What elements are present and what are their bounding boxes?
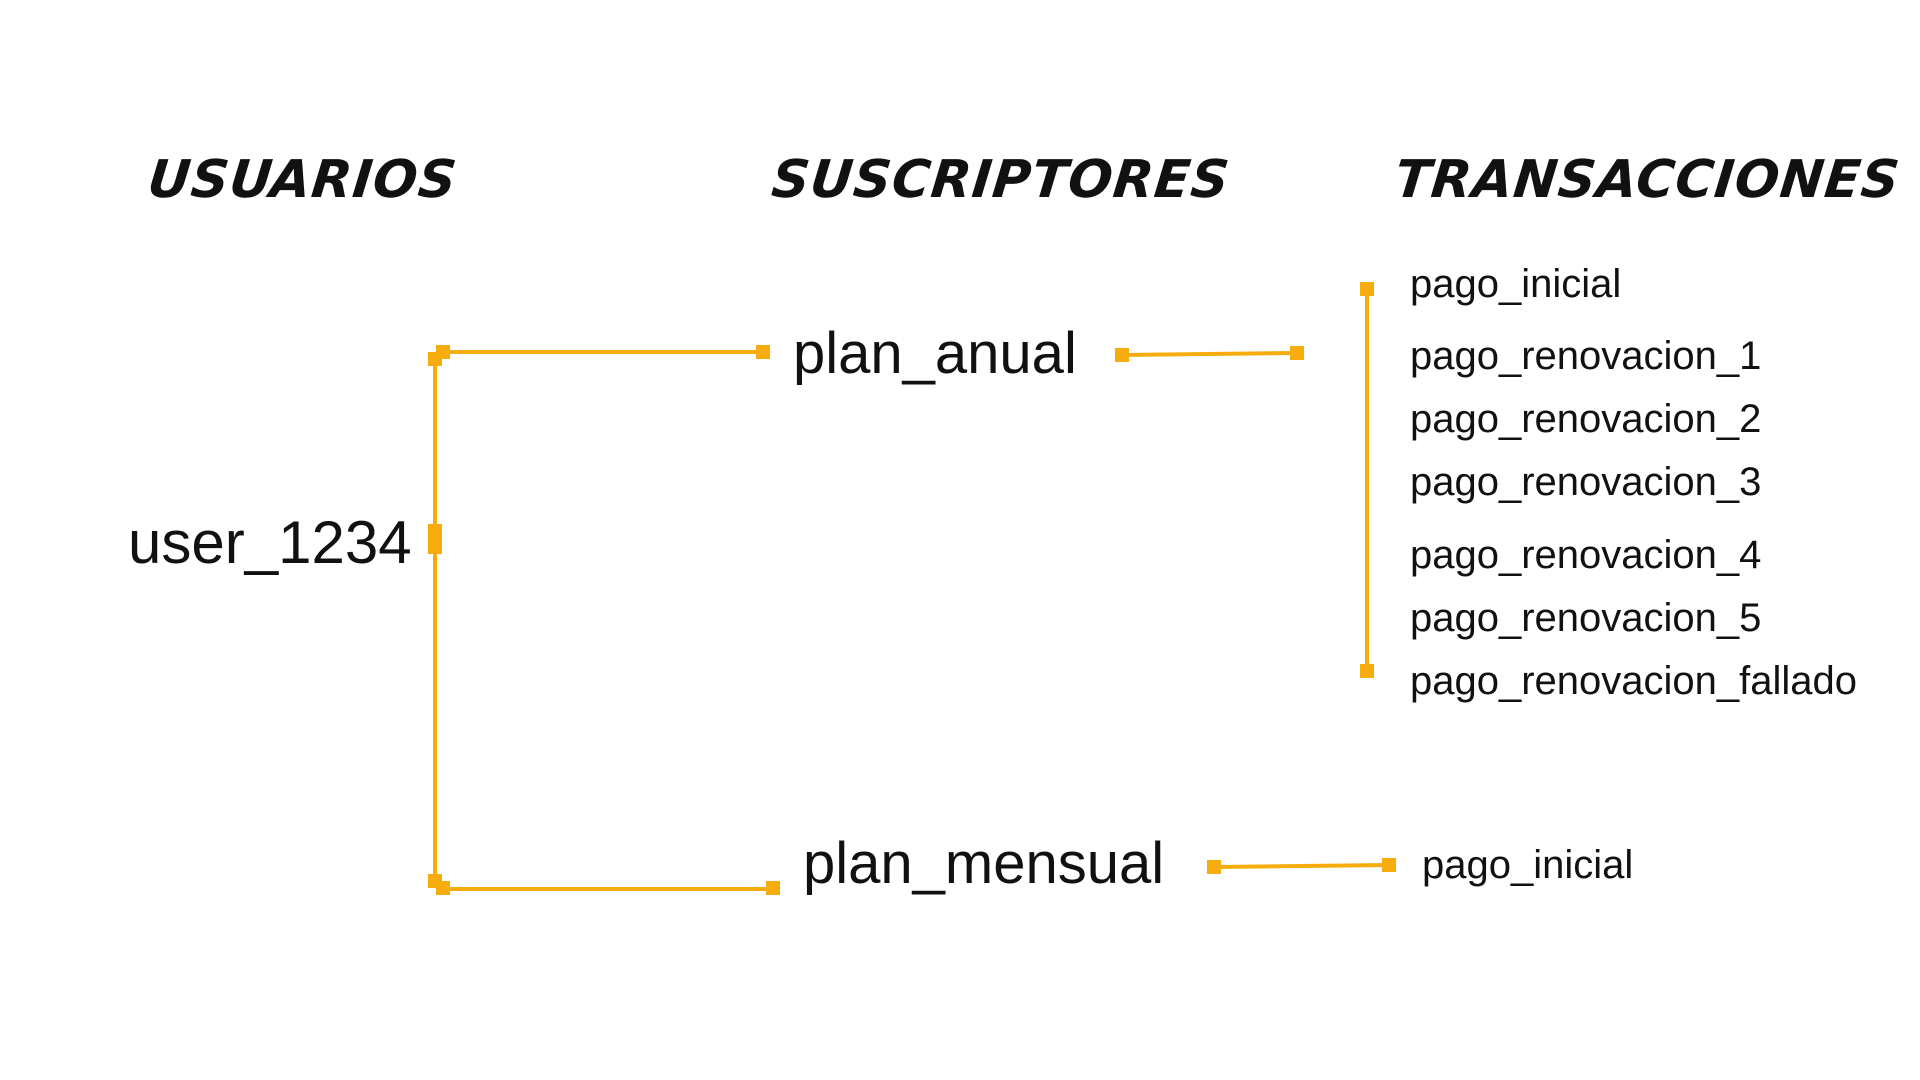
heading-suscriptores: SUSCRIPTORES bbox=[768, 150, 1233, 210]
transaction-anual: pago_renovacion_4 bbox=[1410, 533, 1762, 577]
plan-mensual-node: plan_mensual bbox=[803, 831, 1165, 896]
connector-node bbox=[756, 345, 770, 359]
transaction-anual: pago_renovacion_3 bbox=[1410, 460, 1762, 504]
connector-node bbox=[436, 345, 450, 359]
connector-node bbox=[766, 881, 780, 895]
transaction-anual: pago_renovacion_1 bbox=[1410, 334, 1762, 378]
plan-anual-node: plan_anual bbox=[793, 321, 1077, 386]
connector-node bbox=[1382, 858, 1396, 872]
connector-node bbox=[436, 881, 450, 895]
heading-usuarios: USUARIOS bbox=[144, 150, 461, 210]
transaction-anual: pago_renovacion_5 bbox=[1410, 596, 1762, 640]
connector-node bbox=[1360, 664, 1374, 678]
heading-transacciones: TRANSACCIONES bbox=[1391, 150, 1903, 210]
connector-node bbox=[1290, 346, 1304, 360]
connector-node bbox=[1360, 282, 1374, 296]
connector-mensual-to-transaction bbox=[1213, 863, 1390, 869]
transaction-mensual: pago_inicial bbox=[1422, 843, 1634, 887]
transaction-anual: pago_renovacion_fallado bbox=[1410, 659, 1858, 703]
connector-node bbox=[1207, 860, 1221, 874]
transaction-anual: pago_renovacion_2 bbox=[1410, 397, 1762, 441]
connector-anual-to-transactions bbox=[1121, 351, 1298, 357]
connector-node bbox=[1115, 348, 1129, 362]
transaction-anual: pago_inicial bbox=[1410, 262, 1622, 306]
user-node: user_1234 bbox=[128, 509, 412, 576]
connector-node bbox=[428, 524, 442, 554]
